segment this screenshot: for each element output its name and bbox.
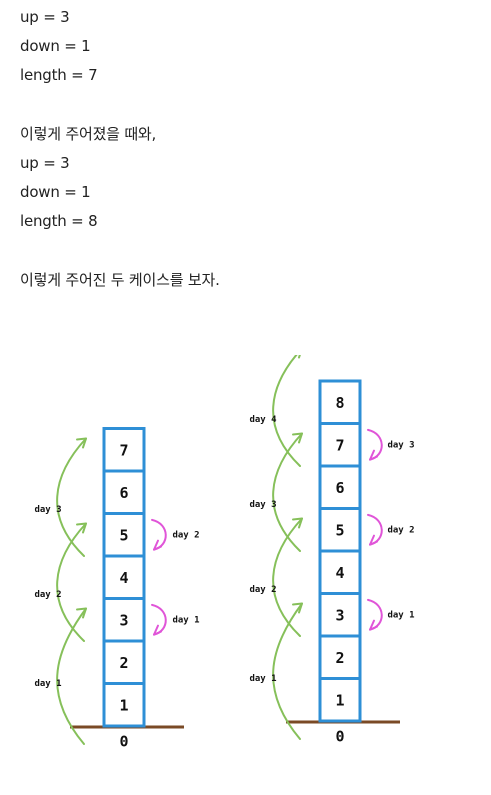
tower-b-down-arrow-head	[369, 449, 378, 461]
tower-a-up-label: day 3	[34, 505, 61, 515]
tower-b-box-label: 8	[335, 394, 344, 412]
tower-a-down-arrow-head	[153, 624, 162, 636]
tower-b-up-arrow-head	[292, 432, 303, 444]
tower-b-up-label: day 4	[249, 415, 277, 425]
tower-b-down-arrow	[367, 513, 383, 546]
tower-a-box-label: 4	[119, 569, 128, 587]
tower-a-box	[102, 682, 146, 728]
tower-a-box	[102, 639, 146, 685]
tower-a-box-label: 3	[119, 611, 128, 629]
tower-a-box-label: 2	[119, 654, 128, 672]
tower-a-up-arrow-head	[76, 522, 87, 534]
tower-b-up-arrow	[272, 602, 303, 740]
case1-down: down = 1	[20, 37, 91, 55]
tower-b-box	[318, 677, 362, 723]
tower-b-down-arrow	[367, 598, 383, 631]
tower-b-up-arrow	[272, 517, 303, 637]
tower-a-box-label: 6	[119, 484, 128, 502]
case2-length: length = 8	[20, 212, 98, 230]
tower-b-box-label: 6	[335, 479, 344, 497]
tower-a-box-label: 7	[119, 441, 128, 459]
explanation-text: up = 3 down = 1 length = 7 이렇게 주어졌을 때와, …	[20, 3, 220, 295]
tower-b-up-label: day 1	[249, 674, 276, 684]
tower-b-down-label: day 3	[387, 440, 414, 450]
tower-b-down-label: day 1	[387, 610, 414, 620]
tower-a-box-label: 1	[119, 696, 128, 714]
tower-b-box	[318, 592, 362, 638]
tower-b-box-label: 4	[335, 564, 344, 582]
tower-b-box-label: 7	[335, 436, 344, 454]
tower-a-up-arrow-head	[76, 607, 87, 619]
tower-b-box	[318, 464, 362, 510]
tower-a-ground-label: 0	[119, 733, 128, 751]
tower-a-up-arrow	[56, 607, 87, 745]
tower-b-up-arrow	[272, 432, 303, 552]
tower-a-box	[102, 554, 146, 600]
tower-a-down-arrow	[151, 518, 167, 551]
tower-a-up-arrow-head	[76, 437, 87, 449]
tower-b-up-arrow-head	[292, 602, 303, 614]
tower-b-box	[318, 379, 362, 425]
tower-a-down-arrow-head	[153, 539, 162, 551]
tower-b-up-label: day 2	[249, 585, 276, 595]
tower-a-box	[102, 427, 146, 473]
case2-down: down = 1	[20, 183, 91, 201]
tower-a-box-label: 5	[119, 526, 128, 544]
tower-b-down-label: day 2	[387, 525, 414, 535]
tower-b-up-label: day 3	[249, 500, 276, 510]
tower-a-up-arrow	[56, 522, 87, 642]
tower-a-down-arrow	[151, 603, 167, 636]
tower-a-box	[102, 512, 146, 558]
tower-b-down-arrow-head	[369, 534, 378, 546]
tower-a-down-label: day 1	[172, 615, 199, 625]
case2-up: up = 3	[20, 154, 70, 172]
sentence-2: 이렇게 주어진 두 케이스를 보자.	[20, 271, 220, 289]
tower-b-box-label: 5	[335, 521, 344, 539]
tower-a-up-label: day 1	[34, 679, 61, 689]
tower-a-up-label: day 2	[34, 590, 61, 600]
sentence-1: 이렇게 주어졌을 때와,	[20, 125, 157, 143]
snail-climb-diagram: 0 1 2 3 4 5 6 7 day 1 day 2 day 3 day 1 day 2 0 1 2 3 4 5 6…	[34, 355, 415, 751]
tower-b-down-arrow-head	[369, 619, 378, 631]
tower-b-up-arrow-head	[292, 517, 303, 529]
spacer	[20, 90, 220, 120]
tower-b-ground-label: 0	[335, 728, 344, 746]
tower-a-down-label: day 2	[172, 530, 199, 540]
tower-b-down-arrow	[367, 428, 383, 461]
case1-up: up = 3	[20, 8, 70, 26]
tower-b-box-label: 1	[335, 691, 344, 709]
tower-a-up-arrow	[56, 437, 87, 557]
tower-b-box-label: 2	[335, 649, 344, 667]
tower-b-box	[318, 549, 362, 595]
spacer	[20, 236, 220, 266]
tower-b-up-arrow	[272, 355, 301, 467]
case1-length: length = 7	[20, 66, 98, 84]
tower-b-box-label: 3	[335, 606, 344, 624]
